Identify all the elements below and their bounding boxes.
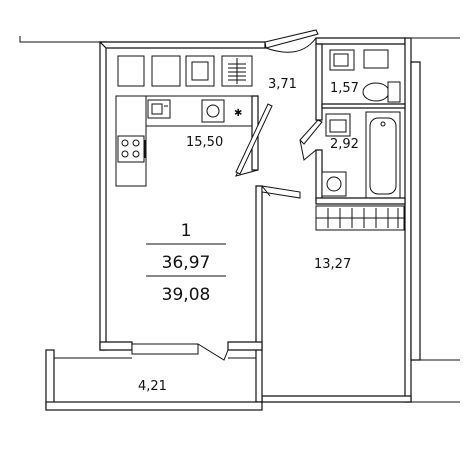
stove-icon (117, 135, 145, 163)
wardrobe (315, 205, 405, 231)
entrance-door (264, 29, 319, 49)
toilet-area: 1,57 (330, 81, 359, 96)
facade-lines (19, 36, 460, 403)
total-area: 39,08 (162, 285, 211, 305)
balcony (45, 343, 263, 411)
kitchen-counter: ✱ (115, 95, 253, 187)
apartment-summary: 1 36,97 39,08 (146, 221, 226, 305)
balcony-door (131, 343, 199, 355)
hallway (235, 29, 323, 201)
bathroom-area: 2,92 (330, 137, 359, 152)
fan-icon: ✱ (234, 108, 242, 119)
rooms-count: 1 (181, 221, 192, 241)
balcony-area: 4,21 (138, 379, 167, 394)
living-area: 36,97 (162, 253, 211, 273)
bathroom-fixtures (315, 49, 406, 205)
top-windows (117, 55, 253, 87)
toilet-icon (362, 82, 390, 102)
hallway-area: 3,71 (268, 77, 297, 92)
bedroom-area: 13,27 (314, 257, 351, 272)
kitchen-living-area: 15,50 (186, 135, 223, 150)
room-labels: 15,50 3,71 1,57 2,92 13,27 4,21 (138, 77, 359, 394)
